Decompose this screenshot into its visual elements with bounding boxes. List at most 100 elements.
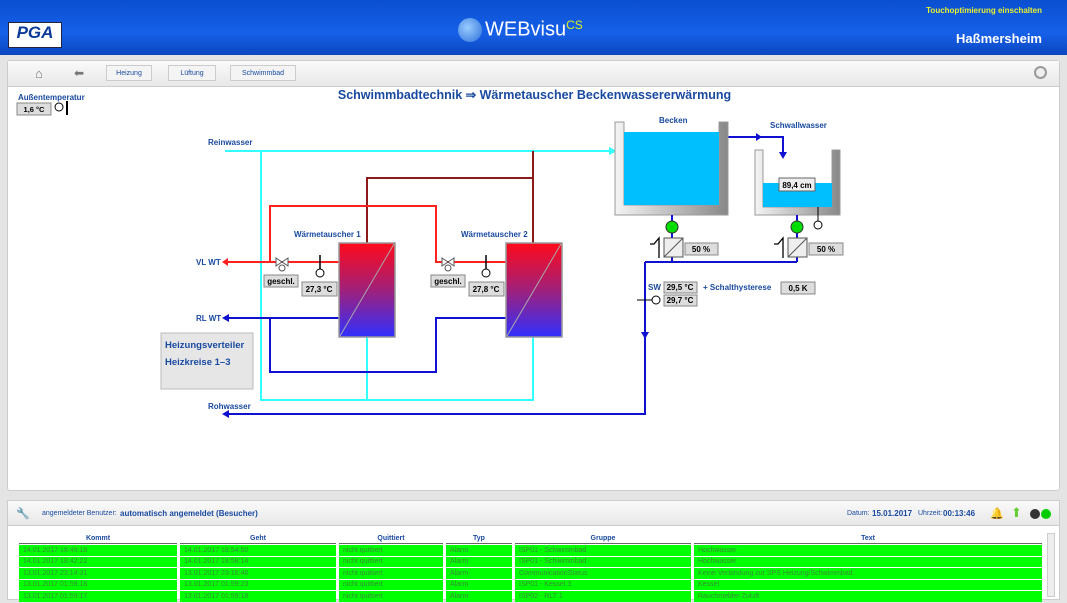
valve-icon[interactable] (275, 257, 289, 272)
schwall-pump-speed: 50 % (817, 245, 835, 254)
hx1-temp: 27,3 °C (306, 285, 333, 294)
table-cell: Alarm (446, 591, 512, 602)
time-label: Uhrzeit: (918, 510, 943, 517)
schematic: Außentemperatur 1,6 °C Reinwasser VL WT … (16, 93, 844, 418)
table-cell: CommunicationStatus (515, 568, 691, 579)
settings-icon[interactable] (1034, 66, 1047, 79)
cold-water-pipes (225, 150, 612, 401)
tools-icon[interactable]: 🔧 (16, 508, 30, 520)
table-cell: ISP01 - Schwimmbad (515, 545, 691, 556)
table-cell: Alarm (446, 568, 512, 579)
table-cell: 14.01.2017 18:42:22 (19, 556, 177, 567)
status-led-dark (1030, 509, 1040, 519)
hx2-label: Wärmetauscher 2 (461, 230, 528, 239)
verteiler-line1: Heizungsverteiler (165, 340, 244, 351)
user-name: automatisch angemeldet (Besucher) (120, 509, 258, 518)
hx1-valve-state: geschl. (267, 277, 295, 286)
becken-label: Becken (659, 116, 688, 125)
status-led-green (1041, 509, 1051, 519)
table-cell: Kessel (694, 579, 1042, 590)
sw-actual: 29,7 °C (667, 296, 694, 305)
pressure-sensor-icon (813, 220, 823, 230)
table-cell: 14.01.2017 18:49:18 (19, 545, 177, 556)
date-value: 15.01.2017 (872, 509, 913, 518)
date-label: Datum: (847, 510, 870, 517)
verteiler-line2: Heizkreise 1–3 (165, 357, 231, 368)
table-cell: ISP02 - RLT 1 (515, 591, 691, 602)
time-value: 00:13:46 (943, 509, 976, 518)
pump-schwall-icon[interactable] (790, 220, 804, 234)
col-quittiert[interactable]: Quittiert (339, 534, 443, 544)
schwall-tank (754, 149, 841, 216)
table-cell: Keine Verbindung zur SPS Heizung/Schwimm… (694, 568, 1042, 579)
temp-sensor-icon (481, 268, 491, 278)
fu-drive-icon (774, 236, 808, 258)
temp-sensor-icon (651, 295, 661, 305)
table-cell: nicht quittiert (339, 591, 443, 602)
table-cell: Alarm (446, 556, 512, 567)
alarm-scrollbar[interactable] (1047, 533, 1055, 597)
nav-heizung[interactable]: Heizung (106, 65, 152, 81)
table-cell: nicht quittiert (339, 568, 443, 579)
table-cell: 13.01.2017 23:16:46 (180, 568, 336, 579)
alarm-panel: 🔧 angemeldeter Benutzer: automatisch ang… (7, 500, 1060, 603)
col-gruppe[interactable]: Gruppe (515, 534, 691, 544)
label-reinwasser: Reinwasser (208, 138, 252, 147)
table-cell: 13.01.2017 01:59:23 (180, 579, 336, 590)
table-cell: ISP01 - Schwimmbad (515, 556, 691, 567)
table-cell: 13.01.2017 01:59:18 (180, 591, 336, 602)
globe-icon (458, 18, 482, 42)
outside-temp-label: Außentemperatur (18, 93, 85, 102)
col-text[interactable]: Text (694, 534, 1042, 544)
home-icon[interactable]: ⌂ (35, 66, 43, 81)
table-cell: nicht quittiert (339, 579, 443, 590)
table-cell: nicht quittiert (339, 545, 443, 556)
table-cell: Rauchmelder Zuluft (694, 591, 1042, 602)
outside-temp-value: 1,6 °C (24, 105, 46, 114)
alarm-table: Kommt Geht Quittiert Typ Gruppe Text 14.… (16, 533, 1045, 603)
label-vl-wt: VL WT (196, 258, 221, 267)
header: PGA WEBvisuCS Touchoptimierung einschalt… (0, 0, 1067, 55)
schwall-level: 89,4 cm (782, 181, 811, 190)
becken-pump-speed: 50 % (692, 245, 710, 254)
table-cell: Alarm (446, 545, 512, 556)
nav-schwimmbad[interactable]: Schwimmbad (230, 65, 296, 81)
temp-sensor-icon (315, 268, 325, 278)
nav-lueftung[interactable]: Lüftung (168, 65, 216, 81)
table-cell: 13.01.2017 01:59:18 (19, 579, 177, 590)
temp-sensor-icon (54, 102, 64, 112)
hysteresis-label: + Schalthysterese (703, 283, 772, 292)
col-kommt[interactable]: Kommt (19, 534, 177, 544)
page-title: Schwimmbadtechnik ⇒ Wärmetauscher Becken… (337, 88, 732, 102)
label-rohwasser: Rohwasser (208, 402, 251, 411)
valve-icon[interactable] (441, 257, 455, 272)
upload-arrow-icon[interactable]: ⬆ (1011, 505, 1022, 520)
back-arrow-icon[interactable]: ⬅ (74, 66, 85, 80)
return-pipes (228, 136, 798, 415)
alarm-bell-icon[interactable]: 🔔 (990, 508, 1004, 520)
label-rl-wt: RL WT (196, 314, 221, 323)
table-cell: 13.01.2017 01:59:17 (19, 591, 177, 602)
hx1-label: Wärmetauscher 1 (294, 230, 361, 239)
nav-bar: ⌂ ⬅ Heizung Lüftung Schwimmbad (8, 61, 1059, 87)
table-cell: 13.01.2017 23:14:31 (19, 568, 177, 579)
schwall-label: Schwallwasser (770, 121, 827, 130)
col-geht[interactable]: Geht (180, 534, 336, 544)
heizungsverteiler-button[interactable] (160, 332, 254, 390)
table-cell: 14.01.2017 18:58:14 (180, 556, 336, 567)
fu-drive-icon (650, 236, 684, 258)
sw-setpoint[interactable]: 29,5 °C (667, 283, 694, 292)
user-label: angemeldeter Benutzer: (42, 510, 117, 517)
touch-optimization-link[interactable]: Touchoptimierung einschalten (926, 6, 1042, 15)
webvisu-logo: WEBvisuCS (458, 18, 583, 42)
table-cell: 14.01.2017 18:54:50 (180, 545, 336, 556)
hx2-temp: 27,8 °C (473, 285, 500, 294)
hysteresis-value[interactable]: 0,5 K (788, 284, 807, 293)
col-typ[interactable]: Typ (446, 534, 512, 544)
pump-becken-icon[interactable] (665, 220, 679, 234)
